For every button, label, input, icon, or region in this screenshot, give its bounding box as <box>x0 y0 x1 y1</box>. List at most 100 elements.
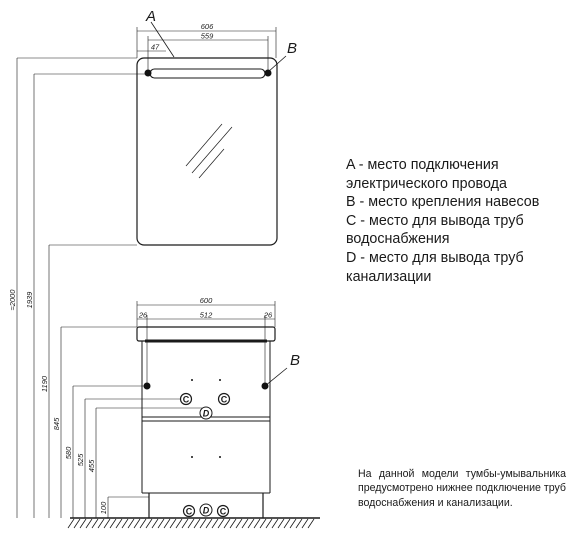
hatch-line <box>193 518 201 529</box>
hatch-line <box>205 518 213 529</box>
drain-outlet-bottom <box>199 503 213 517</box>
hatch-line <box>301 518 309 529</box>
marker-b-label: B <box>290 352 300 369</box>
hatch-line <box>277 518 285 529</box>
marker-a-leader <box>150 21 175 58</box>
legend-line: водоснабжения <box>346 231 450 248</box>
hatch-line <box>307 518 315 529</box>
floor-hatching <box>67 518 315 529</box>
mirror-light-bar <box>149 68 266 79</box>
hatch-line <box>145 518 153 529</box>
marker-b-leader <box>264 367 288 387</box>
mirror-reflection-line <box>191 126 233 174</box>
dim-mirror-inner: 559 <box>201 32 214 41</box>
marker-c-symbol: C <box>186 506 193 516</box>
legend-line: A - место подключения <box>346 157 499 173</box>
mount-point <box>143 382 151 390</box>
water-supply-outlet-bottom-left <box>182 504 196 518</box>
hatch-line <box>289 518 297 529</box>
marker-b-label: B <box>287 40 297 57</box>
height-dimensions <box>16 57 203 518</box>
legend: A - место подключения электрического про… <box>346 156 570 286</box>
hatch-line <box>115 518 123 529</box>
water-supply-outlet-hot <box>217 392 231 406</box>
mount-point <box>261 382 269 390</box>
mirror-reflection-line <box>198 148 225 179</box>
screw-hole <box>191 456 193 458</box>
marker-c-symbol: C <box>221 394 228 404</box>
marker-d-symbol: D <box>203 505 210 515</box>
hatch-line <box>127 518 135 529</box>
hatch-line <box>109 518 117 529</box>
dim-height-525: 525 <box>76 453 85 466</box>
marker-a-label: A <box>145 8 156 25</box>
hatch-line <box>247 518 255 529</box>
water-supply-outlet-bottom-right <box>216 504 230 518</box>
mount-point <box>144 69 152 77</box>
dim-height-total: ≈2000 <box>8 289 17 311</box>
hatch-line <box>103 518 111 529</box>
dim-height-845: 845 <box>52 417 61 430</box>
hatch-line <box>169 518 177 529</box>
hatch-line <box>295 518 303 529</box>
hatch-line <box>283 518 291 529</box>
hatch-line <box>187 518 195 529</box>
hatch-line <box>235 518 243 529</box>
hatch-line <box>217 518 225 529</box>
marker-b-leader <box>267 55 287 73</box>
marker-c-symbol: C <box>220 506 227 516</box>
hatch-line <box>271 518 279 529</box>
dim-cabinet-width: 600 <box>200 296 213 305</box>
legend-line: B - место крепления навесов <box>346 194 540 211</box>
hatch-line <box>79 518 87 529</box>
hatch-line <box>85 518 93 529</box>
hatch-line <box>199 518 207 529</box>
screw-hole <box>191 379 193 381</box>
legend-line: D - место для вывода труб <box>346 249 524 266</box>
dim-height-1939: 1939 <box>25 291 34 309</box>
legend-line: электрического провода <box>346 175 507 192</box>
dim-height-580: 580 <box>64 446 73 459</box>
hatch-line <box>91 518 99 529</box>
hatch-line <box>175 518 183 529</box>
drain-outlet <box>199 406 213 420</box>
marker-d-symbol: D <box>203 408 210 418</box>
hatch-line <box>157 518 165 529</box>
vanity-cabinet <box>136 326 276 518</box>
water-supply-outlet-cold <box>179 392 193 406</box>
hatch-line <box>223 518 231 529</box>
hatch-line <box>151 518 159 529</box>
marker-c-symbol: C <box>183 394 190 404</box>
screw-hole <box>219 379 221 381</box>
hatch-line <box>259 518 267 529</box>
hatch-line <box>67 518 75 529</box>
legend-line: канализации <box>346 268 432 285</box>
hatch-line <box>97 518 105 529</box>
mirror <box>136 57 278 246</box>
dim-cabinet-inner: 512 <box>200 311 213 320</box>
washbasin-top <box>136 326 276 342</box>
hatch-line <box>133 518 141 529</box>
dim-mirror-width: 606 <box>201 22 214 31</box>
hatch-line <box>121 518 129 529</box>
installation-note: На данной модели тумбы-умывальника преду… <box>358 468 566 509</box>
hatch-line <box>265 518 273 529</box>
hatch-line <box>163 518 171 529</box>
dim-height-455: 455 <box>87 459 96 472</box>
dim-height-1190: 1190 <box>40 375 49 392</box>
hatch-line <box>73 518 81 529</box>
screw-hole <box>219 456 221 458</box>
mirror-frame <box>136 57 278 246</box>
dim-cabinet-left: 26 <box>138 311 148 320</box>
hatch-line <box>253 518 261 529</box>
hatch-line <box>181 518 189 529</box>
hatch-line <box>211 518 219 529</box>
hatch-line <box>241 518 249 529</box>
mount-point <box>264 69 272 77</box>
dim-height-100: 100 <box>99 501 108 514</box>
dim-mirror-offset: 47 <box>151 43 160 52</box>
hatch-line <box>229 518 237 529</box>
mirror-reflection-line <box>185 123 223 167</box>
hatch-line <box>139 518 147 529</box>
